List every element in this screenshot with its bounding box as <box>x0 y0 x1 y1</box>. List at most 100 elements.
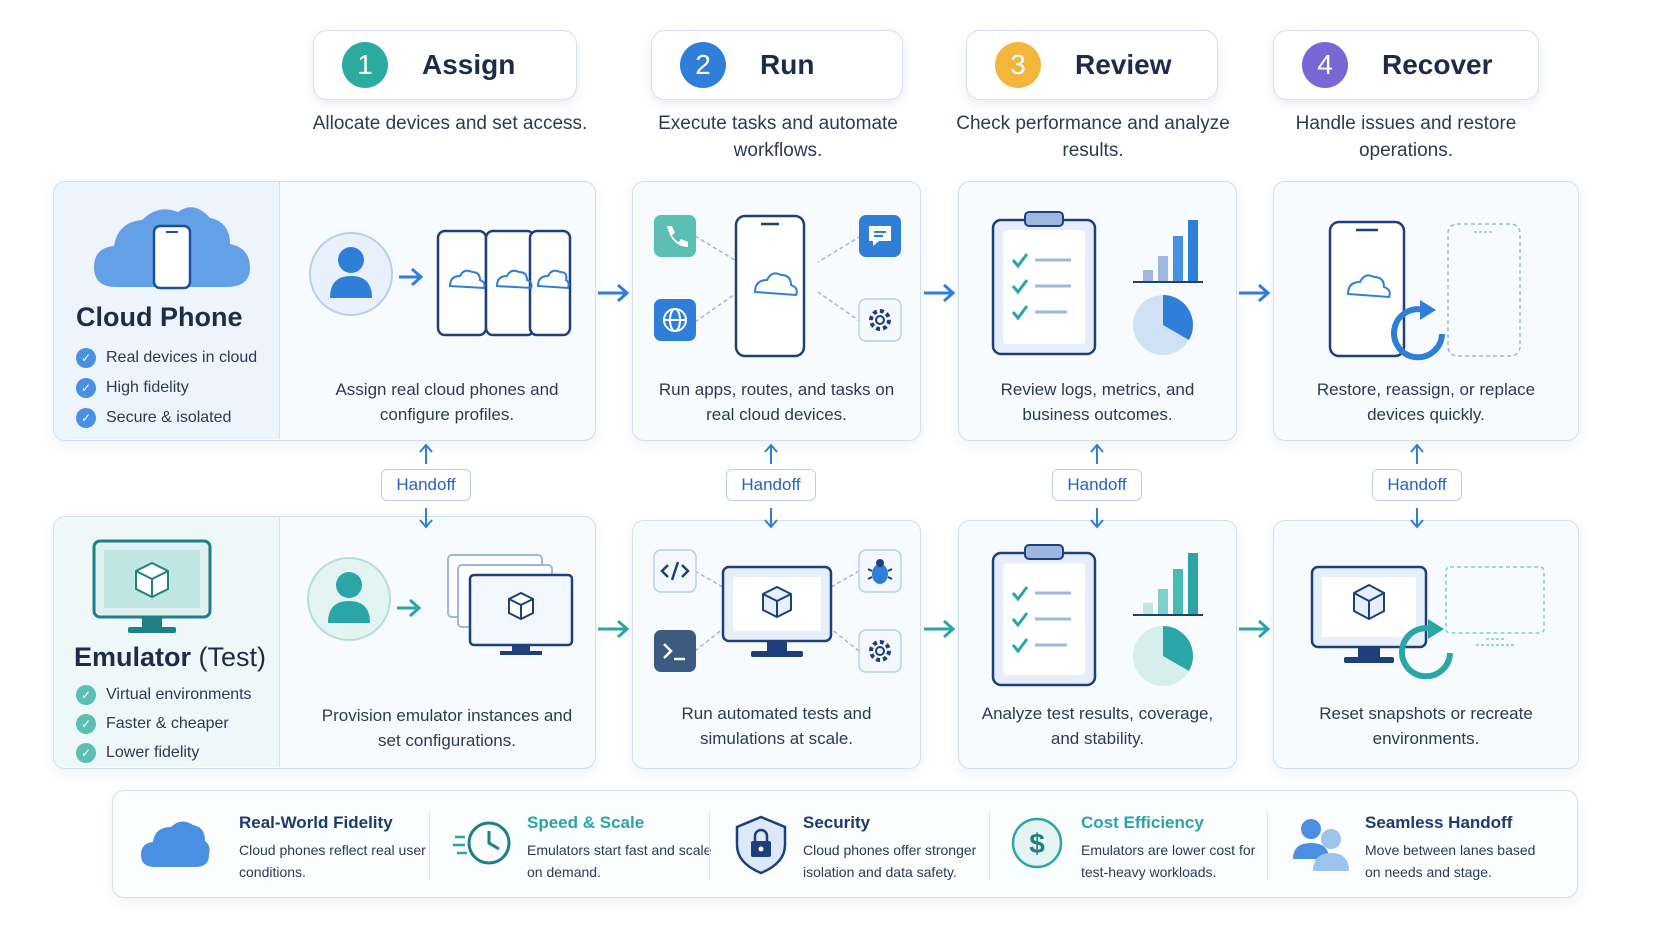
lane-feature: ✓Lower fidelity <box>76 743 199 763</box>
review-logs-metrics-illustration <box>991 211 1203 356</box>
cloud-icon <box>141 821 210 867</box>
flow-arrow-right-icon <box>1239 619 1271 639</box>
emulator-review-card: Analyze test results, coverage, and stab… <box>958 520 1237 769</box>
step-number-badge: 3 <box>995 42 1041 88</box>
cloud-phone-icon <box>94 207 250 290</box>
card-caption: Restore, reassign, or replace devices qu… <box>1316 380 1536 424</box>
dollar-icon: $ <box>1011 817 1063 869</box>
lane-feature: ✓Faster & cheaper <box>76 714 229 734</box>
gear-icon <box>858 629 902 673</box>
step-number-badge: 4 <box>1302 42 1348 88</box>
benefit-title: Real-World Fidelity <box>239 813 393 832</box>
flow-arrow-right-icon <box>598 283 630 303</box>
card-caption: Provision emulator instances and set con… <box>321 706 573 750</box>
step-number-badge: 1 <box>342 42 388 88</box>
benefit-description: Emulators are lower cost for test-heavy … <box>1081 842 1256 880</box>
code-icon <box>653 549 697 593</box>
benefit-description: Cloud phones reflect real user condition… <box>239 842 426 880</box>
flow-arrow-right-icon <box>1239 283 1271 303</box>
arrow-down-icon <box>1410 508 1424 529</box>
gear-icon <box>858 298 902 342</box>
lane-subtitle: (Test) <box>198 642 267 672</box>
clock-icon <box>453 821 511 865</box>
card-caption: Analyze test results, coverage, and stab… <box>981 704 1214 748</box>
flow-arrow-right-icon <box>924 283 956 303</box>
benefits-bar: Real-World Fidelity Cloud phones reflect… <box>112 790 1578 898</box>
emulator-lane-card: Emulator (Test) ✓Virtual environments ✓F… <box>53 516 596 769</box>
shield-lock-icon <box>735 815 787 875</box>
handoff-badge: Handoff <box>381 469 471 501</box>
cloud-review-card: Review logs, metrics, and business outco… <box>958 181 1237 441</box>
step-recover: 4 Recover <box>1273 30 1539 100</box>
benefit-seamless-handoff: Seamless Handoff Move between lanes base… <box>1291 791 1561 899</box>
step-assign: 1 Assign <box>313 30 577 100</box>
check-icon: ✓ <box>76 378 96 398</box>
cloud-recover-card: Restore, reassign, or replace devices qu… <box>1273 181 1579 441</box>
arrow-down-icon <box>764 508 778 529</box>
lane-feature: ✓Secure & isolated <box>76 408 231 428</box>
handoff-badge: Handoff <box>726 469 816 501</box>
step-title: Review <box>1075 49 1172 80</box>
bug-icon <box>858 549 902 593</box>
card-caption: Assign real cloud phones and configure p… <box>335 380 559 424</box>
lane-feature: ✓Virtual environments <box>76 685 252 705</box>
flow-arrow-right-icon <box>598 619 630 639</box>
arrow-down-icon <box>1090 508 1104 529</box>
step-description: Handle issues and restore operations. <box>1295 113 1517 161</box>
analyze-results-illustration <box>991 544 1203 687</box>
chat-icon <box>859 215 901 257</box>
arrow-up-icon <box>764 443 778 464</box>
emulator-recover-card: Reset snapshots or recreate environments… <box>1273 520 1579 769</box>
step-number-badge: 2 <box>680 42 726 88</box>
benefit-title: Speed & Scale <box>527 813 645 832</box>
card-caption: Run apps, routes, and tasks on real clou… <box>658 380 895 424</box>
reset-snapshot-illustration <box>1310 565 1545 680</box>
arrow-up-icon <box>1090 443 1104 464</box>
step-review: 3 Review <box>966 30 1218 100</box>
arrow-up-icon <box>1410 443 1424 464</box>
benefit-security: Security Cloud phones offer stronger iso… <box>733 791 1003 899</box>
check-icon: ✓ <box>76 743 96 763</box>
arrow-up-icon <box>419 443 433 464</box>
cloud-phone-lane-card: Cloud Phone ✓Real devices in cloud ✓High… <box>53 181 596 441</box>
users-icon <box>1293 819 1349 871</box>
benefit-description: Emulators start fast and scale on demand… <box>527 842 712 880</box>
lane-title: Cloud Phone <box>76 302 243 332</box>
arrow-down-icon <box>419 508 433 529</box>
step-run: 2 Run <box>651 30 903 100</box>
benefit-title: Cost Efficiency <box>1081 813 1204 832</box>
divider <box>989 811 990 879</box>
benefit-description: Move between lanes based on needs and st… <box>1365 842 1536 880</box>
globe-icon <box>654 299 696 341</box>
lane-feature: ✓Real devices in cloud <box>76 348 257 368</box>
benefit-real-world-fidelity: Real-World Fidelity Cloud phones reflect… <box>137 791 426 899</box>
card-caption: Review logs, metrics, and business outco… <box>1000 380 1195 424</box>
assign-phones-illustration <box>309 229 572 337</box>
divider <box>709 811 710 879</box>
run-devices-illustration <box>694 214 862 358</box>
card-caption: Run automated tests and simulations at s… <box>681 704 872 748</box>
provision-emulators-illustration <box>307 554 574 655</box>
step-title: Assign <box>422 49 516 80</box>
divider <box>1267 811 1268 879</box>
emulator-run-card: Run automated tests and simulations at s… <box>632 520 921 769</box>
flow-arrow-right-icon <box>924 619 956 639</box>
lane-feature: ✓High fidelity <box>76 378 189 398</box>
check-icon: ✓ <box>76 408 96 428</box>
step-title: Run <box>760 49 815 80</box>
step-title: Recover <box>1382 49 1493 80</box>
step-description: Check performance and analyze results. <box>956 113 1230 161</box>
handoff-badge: Handoff <box>1052 469 1142 501</box>
emulator-monitor-icon <box>92 539 212 633</box>
benefit-speed-scale: Speed & Scale Emulators start fast and s… <box>453 791 723 899</box>
run-tests-illustration <box>694 565 860 657</box>
cloud-run-card: Run apps, routes, and tasks on real clou… <box>632 181 921 441</box>
step-description: Allocate devices and set access. <box>312 113 588 134</box>
step-description: Execute tasks and automate workflows. <box>658 113 898 161</box>
restore-device-illustration <box>1328 220 1521 361</box>
handoff-badge: Handoff <box>1372 469 1462 501</box>
benefit-title: Security <box>803 813 871 832</box>
card-caption: Reset snapshots or recreate environments… <box>1319 704 1533 748</box>
phone-icon <box>654 215 696 257</box>
lane-title: Emulator (Test) <box>74 642 267 672</box>
